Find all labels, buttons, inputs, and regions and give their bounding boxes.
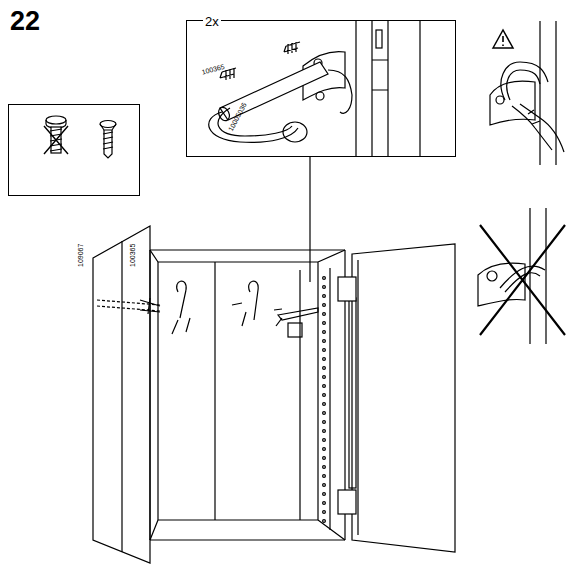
hole xyxy=(323,385,326,388)
hole xyxy=(323,304,326,307)
leader-line xyxy=(309,157,310,282)
hole xyxy=(323,457,326,460)
cabinet xyxy=(93,226,455,563)
hole-row xyxy=(323,277,326,523)
hole xyxy=(323,412,326,415)
hole xyxy=(323,277,326,280)
hole xyxy=(323,340,326,343)
hole xyxy=(323,322,326,325)
hole xyxy=(323,466,326,469)
hole xyxy=(323,286,326,289)
screw-109067 xyxy=(44,116,68,154)
hole xyxy=(323,484,326,487)
part-number: 10005036 xyxy=(227,101,248,132)
hole xyxy=(323,295,326,298)
hole xyxy=(323,439,326,442)
screw-100365 xyxy=(100,121,116,159)
hole xyxy=(323,349,326,352)
hole xyxy=(323,511,326,514)
wrong-detail xyxy=(478,208,565,344)
part-number: 100365 xyxy=(201,63,225,76)
hole xyxy=(323,358,326,361)
hole xyxy=(323,313,326,316)
part-number: 100365 xyxy=(129,243,136,266)
zoom-detail xyxy=(209,21,420,156)
step-number: 22 xyxy=(10,8,40,35)
hole xyxy=(323,331,326,334)
hole xyxy=(323,520,326,523)
part-number: 109067 xyxy=(77,243,84,266)
parts-box: 109067100365 xyxy=(8,104,140,196)
warning-detail xyxy=(490,21,564,165)
hole xyxy=(323,430,326,433)
hole xyxy=(323,421,326,424)
hole xyxy=(323,403,326,406)
hole xyxy=(323,502,326,505)
hole xyxy=(323,376,326,379)
hole xyxy=(323,394,326,397)
detail-box: 2x10036510005036 xyxy=(186,20,456,157)
hole xyxy=(323,475,326,478)
hole xyxy=(323,493,326,496)
quantity: 2x xyxy=(203,15,221,28)
hole xyxy=(323,448,326,451)
hole xyxy=(323,367,326,370)
